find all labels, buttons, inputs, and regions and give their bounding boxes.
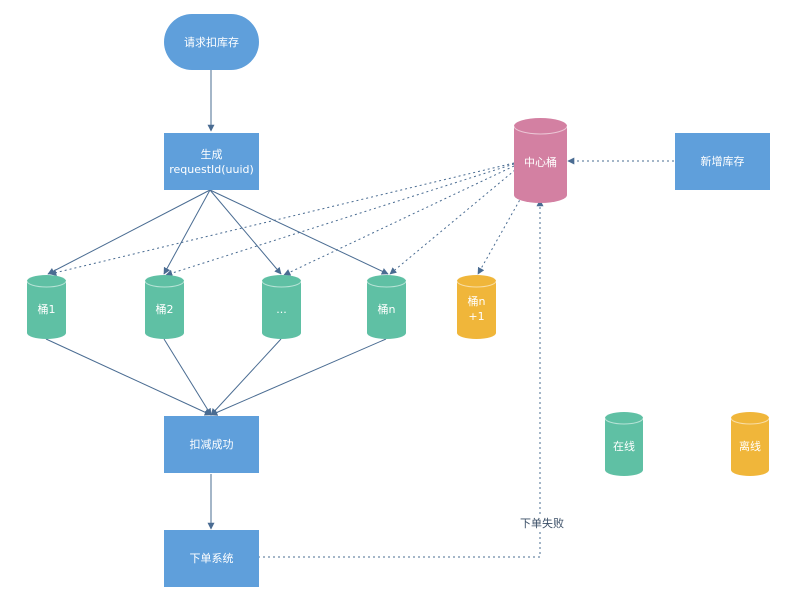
cylinder-shape bbox=[367, 275, 406, 339]
edge-center-to-bucket2 bbox=[165, 163, 515, 277]
cylinder-shape bbox=[457, 275, 496, 339]
edge-generate-to-bucket2 bbox=[163, 189, 211, 275]
cylinder-shape bbox=[262, 275, 301, 339]
cylinder-shape bbox=[514, 118, 567, 203]
center-bucket-cylinder: 中心桶 bbox=[514, 118, 567, 203]
bucket-n-label: 桶n bbox=[377, 303, 396, 316]
edge-bucket-ellipsis-to-success bbox=[210, 338, 282, 416]
request-stock-label: 请求扣库存 bbox=[184, 35, 239, 49]
bucket-n-cylinder: 桶n bbox=[367, 275, 406, 339]
bucket-1-cylinder: 桶1 bbox=[27, 275, 66, 339]
bucket-2-cylinder: 桶2 bbox=[145, 275, 184, 339]
generate-requestid-node: 生成 requestId(uuid) bbox=[164, 133, 259, 190]
order-system-node: 下单系统 bbox=[164, 530, 259, 587]
generate-requestid-label: 生成 requestId(uuid) bbox=[169, 147, 254, 176]
deduct-success-label: 扣减成功 bbox=[189, 438, 234, 451]
edge-bucket1-to-success bbox=[45, 338, 212, 416]
add-stock-node: 新增库存 bbox=[675, 133, 770, 190]
legend-online-label: 在线 bbox=[613, 440, 635, 453]
edge-center-to-bucket1 bbox=[49, 162, 515, 276]
request-stock-node: 请求扣库存 bbox=[164, 14, 259, 70]
order-system-label: 下单系统 bbox=[189, 552, 234, 565]
edge-center-to-bucketn1 bbox=[477, 195, 523, 275]
cylinder-shape bbox=[27, 275, 66, 339]
center-bucket-label: 中心桶 bbox=[524, 156, 557, 169]
edge-generate-to-bucket1 bbox=[47, 189, 211, 275]
cylinder-shape bbox=[145, 275, 184, 339]
bucket-1-label: 桶1 bbox=[37, 303, 56, 316]
bucket-n-plus-1-cylinder: 桶n +1 bbox=[457, 275, 496, 339]
edge-generate-to-bucketn bbox=[209, 189, 389, 275]
bucket-n-plus-1-label: 桶n +1 bbox=[467, 295, 486, 323]
add-stock-label: 新增库存 bbox=[700, 155, 745, 168]
edge-center-to-bucketn bbox=[389, 169, 516, 275]
bucket-ellipsis-label: ... bbox=[276, 303, 287, 316]
bucket-ellipsis-cylinder: ... bbox=[262, 275, 301, 339]
cylinder-shape bbox=[605, 412, 643, 476]
order-fail-label: 下单失败 bbox=[518, 515, 566, 531]
edge-order-fail-to-center bbox=[258, 199, 544, 558]
edge-bucket2-to-success bbox=[163, 338, 212, 416]
edge-bucketn-to-success bbox=[210, 338, 387, 416]
legend-online-cylinder: 在线 bbox=[605, 412, 643, 476]
edge-generate-to-bucket-ellipsis bbox=[209, 189, 282, 275]
cylinder-shape bbox=[731, 412, 769, 476]
deduct-success-node: 扣减成功 bbox=[164, 416, 259, 473]
edge-center-to-bucket-ellipsis bbox=[283, 165, 515, 276]
legend-offline-cylinder: 离线 bbox=[731, 412, 769, 476]
legend-offline-label: 离线 bbox=[739, 440, 761, 453]
bucket-2-label: 桶2 bbox=[155, 303, 174, 316]
